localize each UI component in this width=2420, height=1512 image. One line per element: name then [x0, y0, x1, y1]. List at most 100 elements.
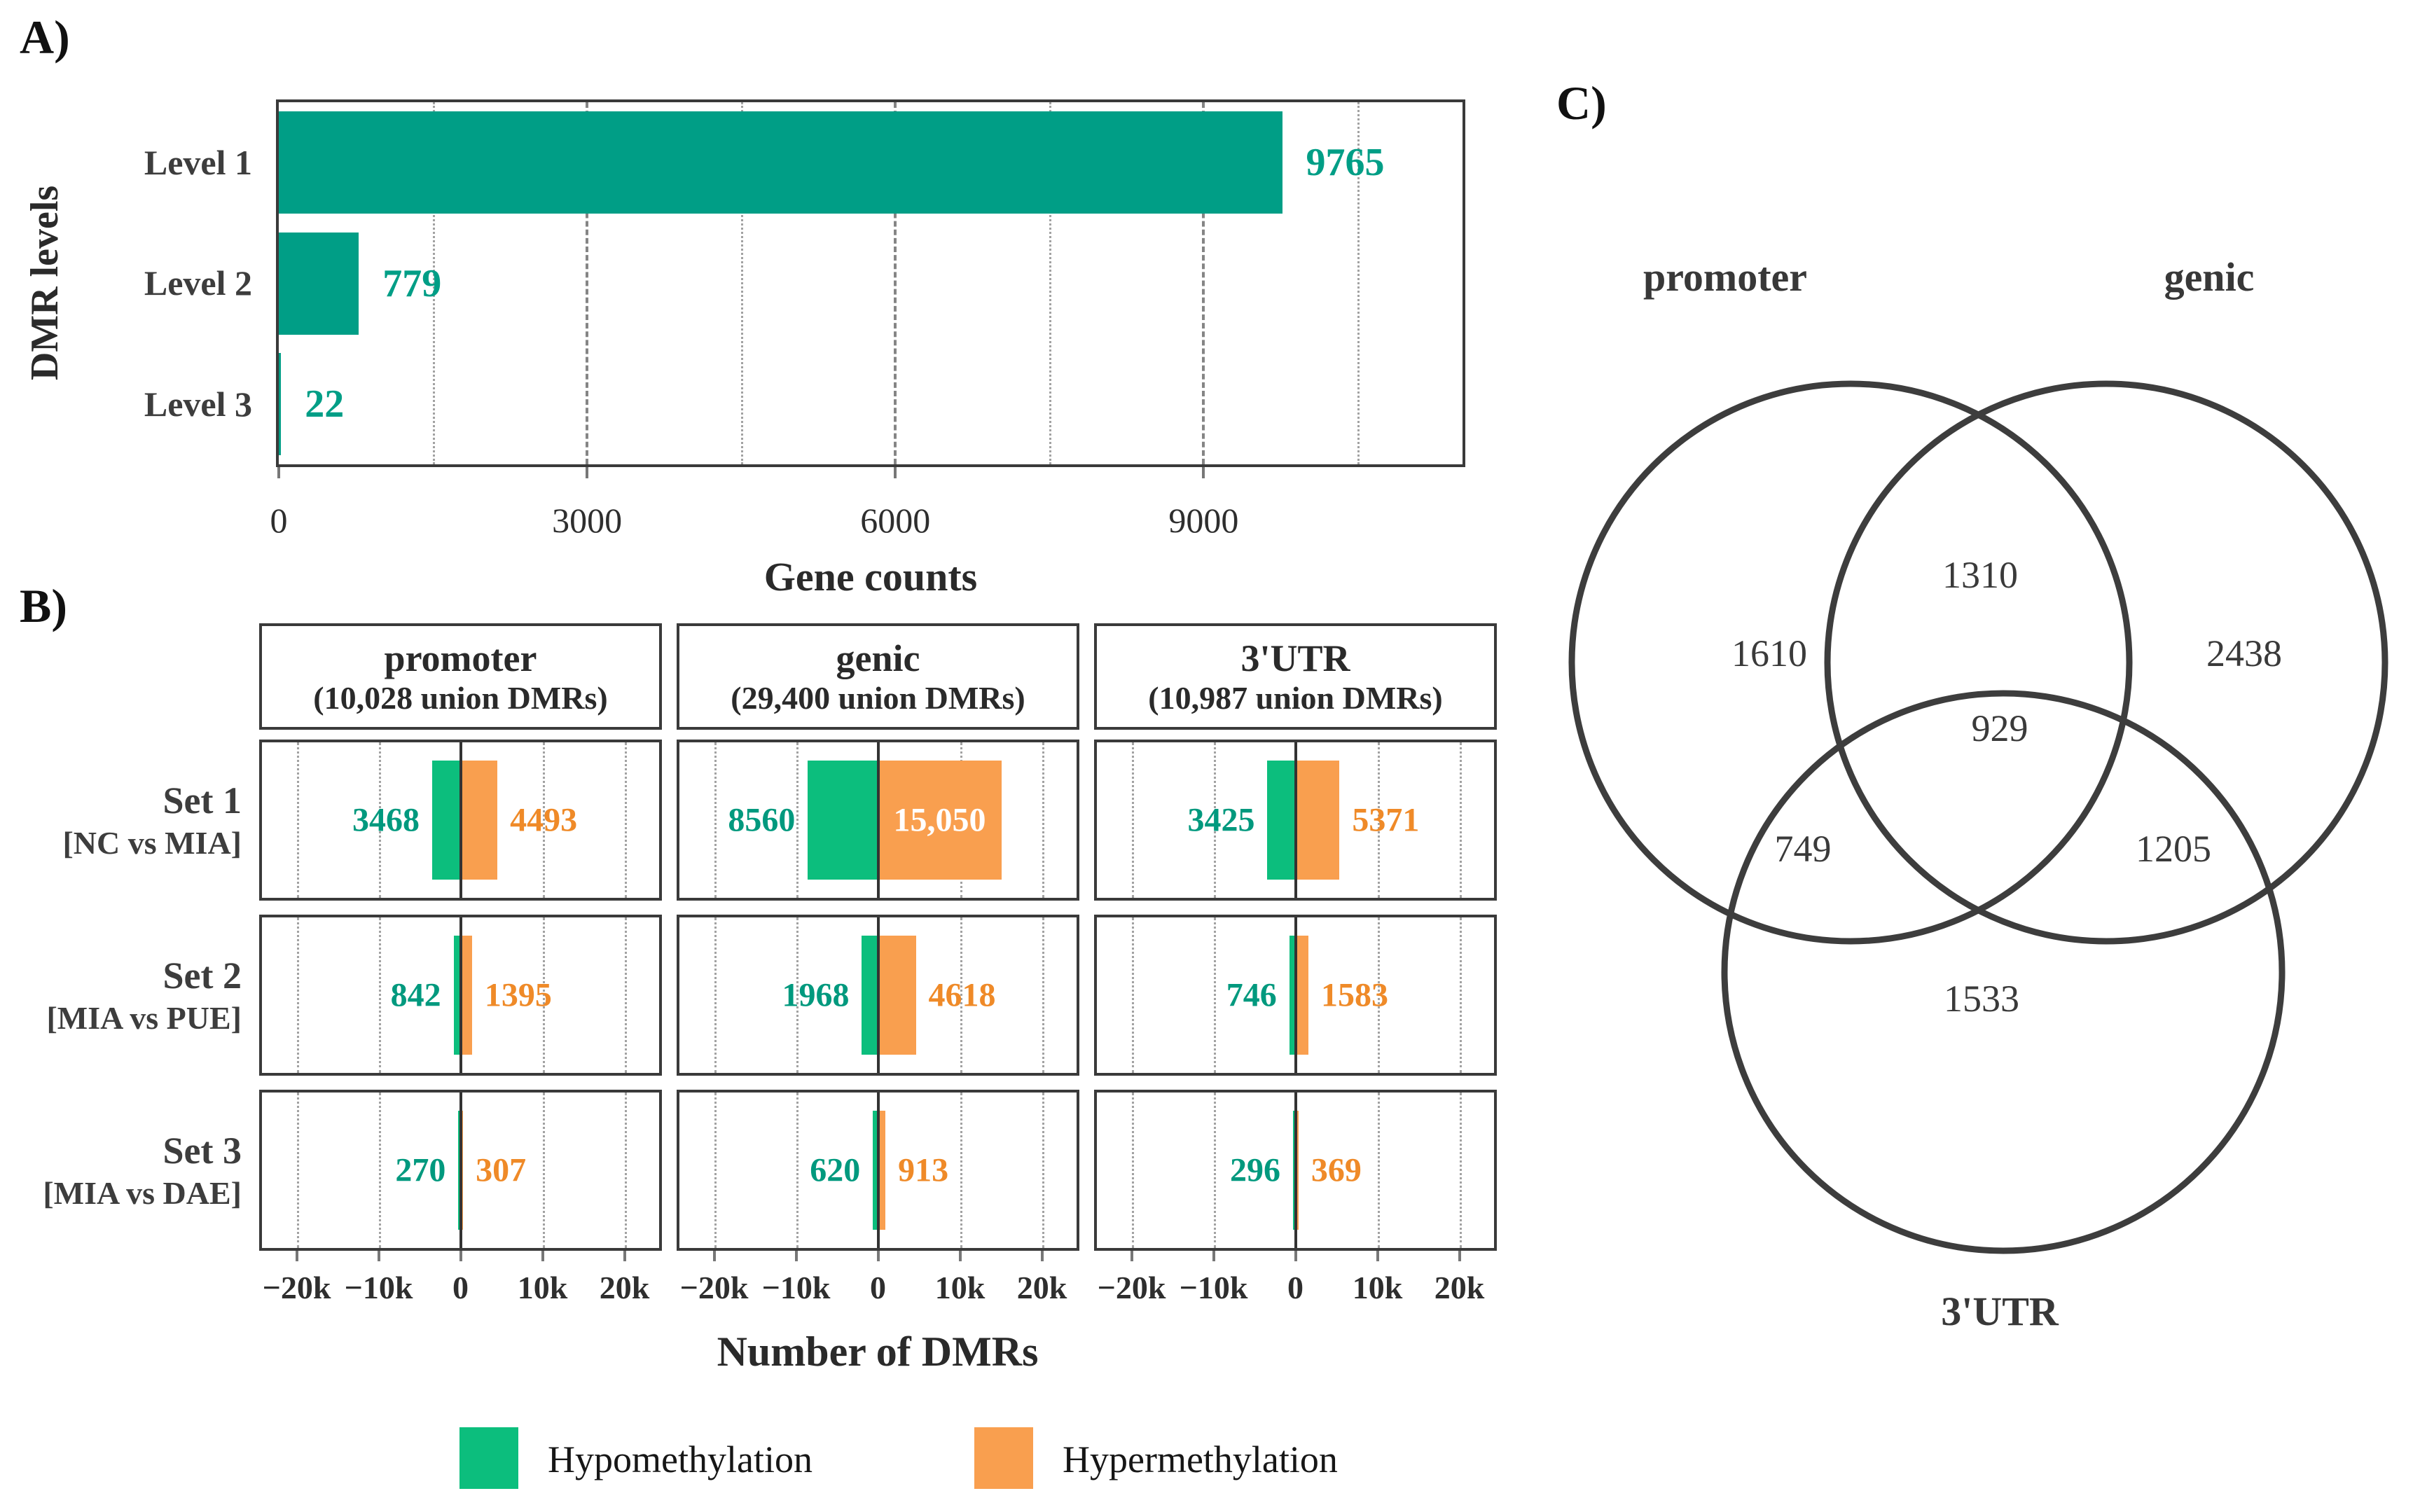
value-label-hypomethylation: 1968	[782, 976, 850, 1014]
panel-b-label: B)	[20, 579, 67, 632]
zero-axis-line	[459, 1093, 462, 1248]
gridline-minor	[1049, 102, 1052, 464]
x-axis-tick	[894, 467, 897, 478]
x-axis-tick	[586, 467, 589, 478]
gridline-minor	[1131, 742, 1134, 898]
value-label-hypermethylation: 15,050	[893, 801, 986, 839]
bar-hypomethylation	[808, 761, 878, 880]
bar-hypomethylation	[1289, 936, 1296, 1055]
x-axis-tick-label: 20k	[1434, 1270, 1485, 1305]
x-axis-tick	[876, 1251, 880, 1261]
row-label-set-2-title: Set 2	[163, 955, 242, 997]
gridline-minor	[1357, 102, 1360, 464]
facet-box-r1c1: 3468 4493	[259, 740, 662, 901]
bar-hypermethylation	[1295, 936, 1309, 1055]
bar-hypermethylation	[460, 761, 498, 880]
facet-header-genic-title: genic	[836, 637, 920, 679]
x-axis-tick	[1130, 1251, 1133, 1261]
x-axis-tick	[712, 1251, 716, 1261]
row-label-set-3: Set 3 [MIA vs DAE]	[7, 1128, 242, 1212]
gridline-minor	[1131, 1093, 1134, 1248]
gridline-minor	[1459, 742, 1462, 898]
row-label-set-2: Set 2 [MIA vs PUE]	[7, 953, 242, 1037]
bar-value-label: 9765	[1306, 141, 1385, 185]
value-label-hypermethylation: 4493	[510, 801, 578, 839]
bar-level-2	[279, 232, 359, 335]
x-axis-tick-label: −20k	[679, 1270, 749, 1305]
gridline-minor	[796, 917, 798, 1073]
gridline-minor	[1459, 1093, 1462, 1248]
gridline-minor	[433, 102, 436, 464]
zero-axis-line	[876, 917, 880, 1073]
gridline-minor	[960, 917, 962, 1073]
venn-set-label-promoter: promoter	[1643, 254, 1807, 300]
value-label-hypermethylation: 307	[476, 1151, 527, 1189]
value-label-hypomethylation: 3468	[352, 801, 420, 839]
gridline-minor	[1213, 1093, 1216, 1248]
legend-label-hypomethylation: Hypomethylation	[548, 1438, 813, 1480]
facet-header-promoter-subtitle: (10,028 union DMRs)	[313, 679, 608, 716]
gridline-minor	[378, 1093, 381, 1248]
x-axis-tick	[1376, 1251, 1379, 1261]
gridline-minor	[1377, 742, 1380, 898]
x-axis-tick-label: −20k	[262, 1270, 331, 1305]
x-axis-tick	[459, 1251, 462, 1261]
value-label-hypomethylation: 842	[390, 976, 441, 1014]
x-axis-tick	[277, 467, 280, 478]
gridline-minor	[960, 1093, 962, 1248]
gridline-minor	[714, 742, 717, 898]
bar-level-1	[279, 111, 1282, 214]
gridline-minor	[542, 917, 545, 1073]
gridline-major	[894, 102, 897, 464]
x-axis-tick	[1040, 1251, 1044, 1261]
bar-hypomethylation	[862, 936, 878, 1055]
bar-level-3	[279, 352, 282, 455]
zero-axis-line	[1294, 742, 1297, 898]
bar-hypermethylation	[1295, 1111, 1299, 1230]
x-axis-tick-label: 20k	[599, 1270, 650, 1305]
bar-hypermethylation	[878, 1111, 886, 1230]
x-axis-tick-label: 0	[452, 1270, 469, 1305]
gridline-minor	[378, 917, 381, 1073]
x-axis-tick-label: 9000	[1168, 501, 1239, 540]
gridline-minor	[624, 917, 627, 1073]
zero-axis-line	[1294, 1093, 1297, 1248]
gridline-major	[1202, 102, 1205, 464]
bar-hypomethylation	[873, 1111, 878, 1230]
value-label-hypermethylation: 369	[1311, 1151, 1362, 1189]
gridline-minor	[1213, 917, 1216, 1073]
row-label-set-2-comparison: [MIA vs PUE]	[46, 999, 242, 1036]
facet-header-3utr-subtitle: (10,987 union DMRs)	[1148, 679, 1443, 716]
value-label-hypomethylation: 8560	[728, 801, 796, 839]
x-axis-tick	[1212, 1251, 1215, 1261]
value-label-hypermethylation: 913	[898, 1151, 949, 1189]
value-label-hypermethylation: 1395	[484, 976, 552, 1014]
gridline-minor	[624, 1093, 627, 1248]
gridline-minor	[1459, 917, 1462, 1073]
row-label-set-1-comparison: [NC vs MIA]	[62, 824, 242, 861]
value-label-hypomethylation: 746	[1226, 976, 1277, 1014]
venn-set-label-3utr: 3'UTR	[1941, 1289, 2059, 1334]
facet-plot-area: 3468 4493	[262, 742, 659, 898]
x-axis-tick-label: −10k	[761, 1270, 831, 1305]
value-label-hypermethylation: 5371	[1352, 801, 1420, 839]
facet-header-promoter: promoter (10,028 union DMRs)	[259, 623, 662, 730]
panel-a-category-level-3: Level 3	[144, 384, 252, 424]
row-label-set-3-comparison: [MIA vs DAE]	[43, 1174, 242, 1211]
x-axis-tick	[1294, 1251, 1297, 1261]
row-label-set-1-title: Set 1	[163, 779, 242, 822]
gridline-minor	[1377, 1093, 1380, 1248]
facet-header-genic: genic (29,400 union DMRs)	[677, 623, 1079, 730]
gridline-minor	[542, 742, 545, 898]
